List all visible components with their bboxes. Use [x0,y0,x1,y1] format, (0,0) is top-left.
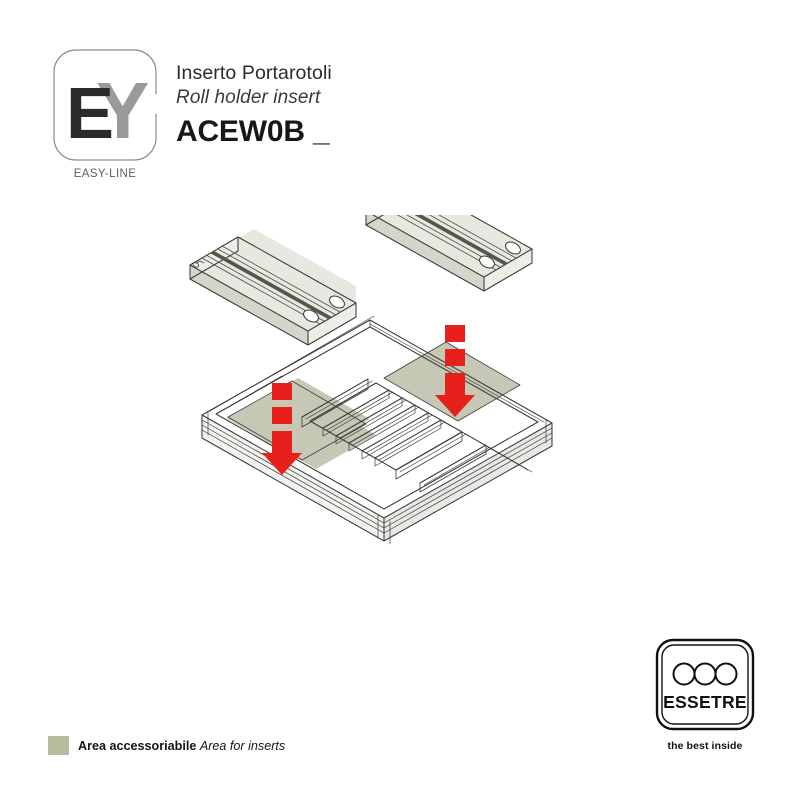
header: Y E EASY-LINE Inserto Portarotoli Roll h… [0,0,800,200]
logo-letter-y: Y [96,66,149,155]
title-block: Inserto Portarotoli Roll holder insert A… [176,62,596,147]
essetre-circle [693,662,717,686]
legend: Area accessoriabile Area for inserts [48,736,285,755]
legend-label-en: Area for inserts [199,738,286,753]
logo-letter-e: E [66,74,114,154]
bar-end-hole [192,262,200,268]
bar-hole [505,241,521,255]
essetre-tagline: the best inside [667,740,743,752]
legend-text: Area accessoriabile Area for inserts [78,739,285,753]
essetre-inner-border [661,644,749,725]
essetre-wordmark: ESSETRE [663,692,747,712]
cutlery-tray [201,315,553,545]
product-title-en: Roll holder insert [176,87,321,108]
product-title-it: Inserto Portarotoli [176,62,332,84]
roll-holder-bar-right [365,215,533,292]
easy-line-logo: Y E EASY-LINE [48,42,173,182]
essetre-outer-border [655,638,755,731]
essetre-circle [714,662,738,686]
essetre-logo: ESSETRE the best inside [655,638,755,752]
product-code: ACEW0B _ [176,114,330,148]
insertion-arrow-left [262,383,302,475]
bar-hole [329,295,345,309]
roll-holder-bar-left [189,229,357,346]
logo-caption: EASY-LINE [74,168,137,180]
bar-hole [303,309,319,323]
insertion-arrow-right [435,325,475,417]
essetre-circle [672,662,696,686]
product-illustration: .ln { fill:none; stroke:#3a3a3a; stroke-… [180,215,620,585]
legend-label-it: Area accessoriabile [78,738,197,753]
legend-swatch [48,736,69,755]
bar-hole [479,255,495,269]
